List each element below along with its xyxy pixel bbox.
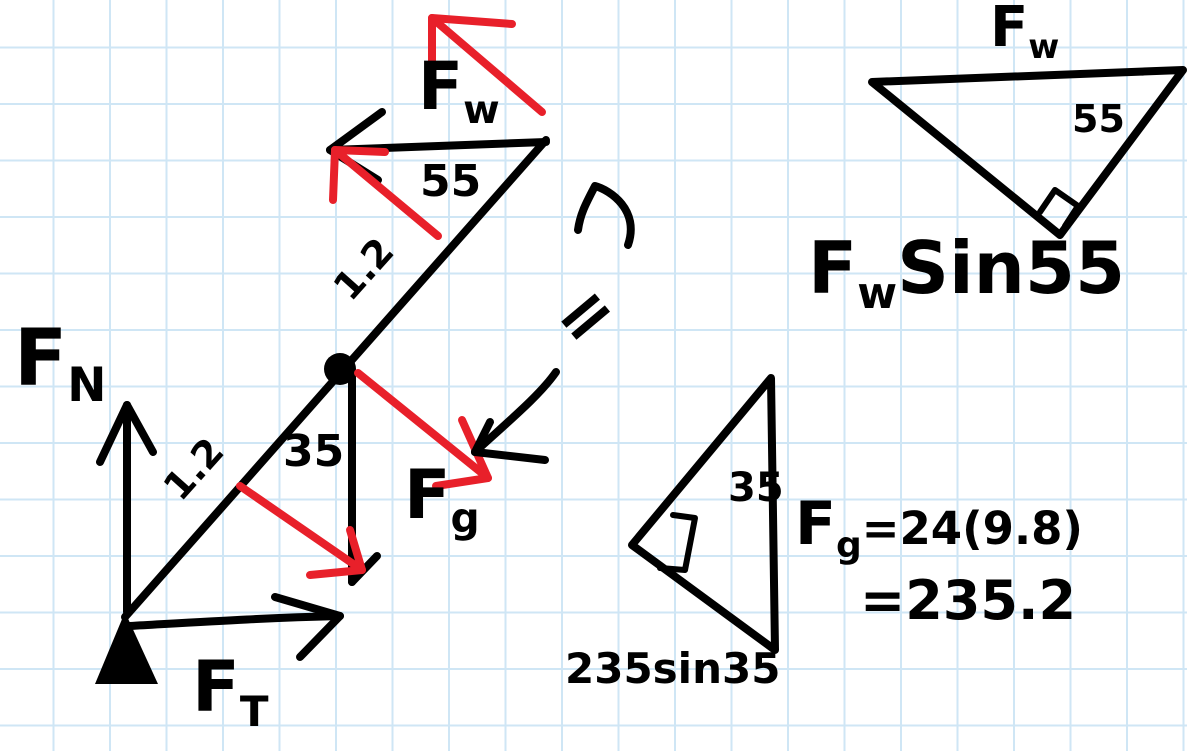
ft-label: FT [192, 652, 268, 732]
fg-eq-sub: g [836, 524, 862, 566]
tri-fw-component: FwSin55 [808, 232, 1125, 316]
tri-fw-comp-rest: Sin55 [897, 226, 1126, 310]
fg-label: Fg [404, 462, 480, 539]
fg-main: F [404, 456, 451, 535]
fw-label: Fw [418, 54, 500, 130]
fg-eq-main: F [795, 489, 836, 559]
tri-fw-hyp-label: Fw [990, 0, 1059, 63]
fg-eq-rest: =24(9.8) [861, 502, 1083, 555]
tri-fw-comp-sub: w [857, 269, 898, 320]
normal-force-arrow [96, 401, 157, 616]
angle-label-top: 55 [420, 156, 482, 207]
fg-sub: g [450, 494, 480, 543]
fg-equation-line2: =235.2 [860, 569, 1077, 632]
friction-force-arrow [126, 593, 344, 661]
ft-sub: T [239, 686, 269, 736]
tri-fw-hyp-sub: w [1028, 26, 1060, 66]
fg-component-triangle [628, 374, 779, 654]
angle-label-mid: 35 [283, 426, 345, 477]
fw-sub: w [463, 86, 500, 133]
fw-main: F [418, 48, 464, 125]
fn-sub: N [67, 359, 107, 414]
pivot-support [95, 612, 158, 684]
fw-component-triangle [868, 66, 1187, 239]
tri-fw-comp-main: F [808, 226, 858, 310]
ft-main: F [192, 646, 240, 728]
fn-main: F [14, 314, 68, 404]
wall-force-red-component [329, 14, 546, 240]
fg-equation-line1: Fg=24(9.8) [795, 494, 1083, 563]
tri-fw-angle: 55 [1072, 97, 1125, 141]
tri-fw-hyp-main: F [990, 0, 1029, 60]
tri-fg-angle: 35 [728, 465, 784, 511]
fn-label: FN [14, 320, 106, 410]
gravity-red-component [236, 369, 492, 579]
tri-fg-component: 235sin35 [565, 644, 781, 693]
equivalence-arrow [471, 182, 635, 464]
